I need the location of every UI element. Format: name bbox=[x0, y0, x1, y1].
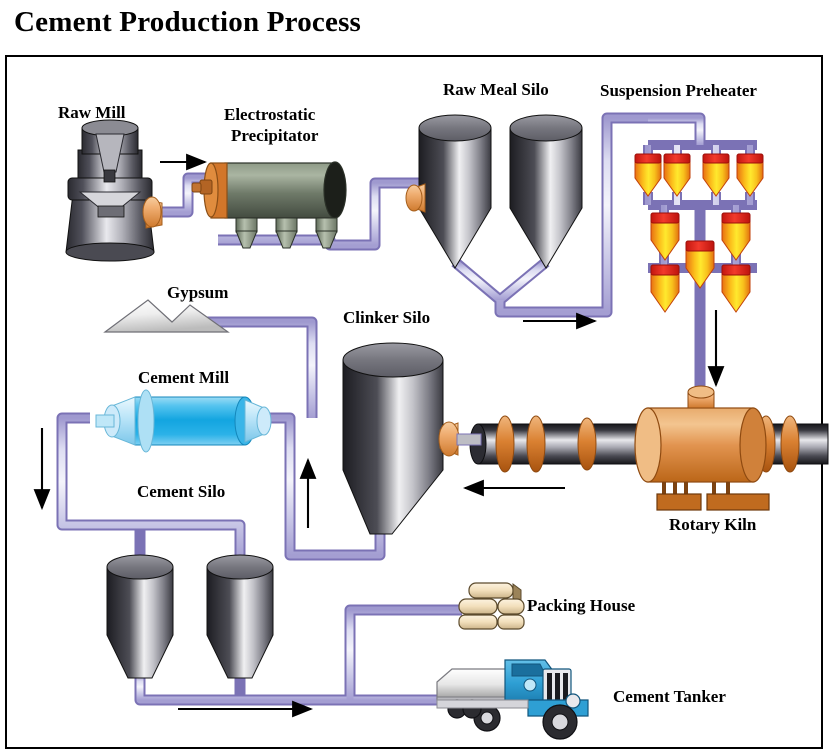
raw-meal-silo-left bbox=[405, 114, 492, 269]
equipment-raw-meal-silo[interactable] bbox=[405, 114, 583, 269]
equipment-packing-house[interactable] bbox=[458, 582, 525, 630]
equipment-cement-mill[interactable] bbox=[95, 389, 272, 453]
pipe-esp-to-rawmeal bbox=[218, 177, 420, 251]
pipe-clinker-to-cementmill bbox=[268, 412, 386, 561]
label-raw-mill: Raw Mill bbox=[58, 103, 126, 122]
cyclone-2 bbox=[663, 153, 691, 197]
label-clinker-silo: Clinker Silo bbox=[343, 308, 431, 327]
equipment-rotary-kiln[interactable] bbox=[469, 385, 829, 511]
label-raw-meal-silo: Raw Meal Silo bbox=[443, 80, 549, 99]
equipment-electrostatic-precipitator[interactable] bbox=[191, 161, 347, 249]
equipment-suspension-preheater[interactable] bbox=[634, 153, 764, 313]
cement-silo-right bbox=[206, 554, 274, 679]
kiln-supports bbox=[656, 482, 770, 511]
label-cement-mill: Cement Mill bbox=[138, 368, 230, 387]
cyclone-8 bbox=[650, 264, 680, 313]
label-packing-house: Packing House bbox=[527, 596, 636, 615]
cement-silo-left bbox=[106, 554, 174, 679]
label-electrostatic-precipitator-line2: Precipitator bbox=[231, 126, 319, 145]
cyclone-7 bbox=[685, 240, 715, 289]
pipe-rawmeal-to-preheater bbox=[451, 112, 648, 318]
pipe-cementsilo-to-dispatch bbox=[134, 604, 462, 706]
label-cement-tanker: Cement Tanker bbox=[613, 687, 726, 706]
raw-meal-silo-right bbox=[509, 114, 583, 269]
equipment-clinker-silo[interactable] bbox=[342, 342, 482, 535]
equipment-raw-mill[interactable] bbox=[65, 119, 163, 262]
flow-arrows bbox=[33, 153, 725, 718]
cyclone-4 bbox=[736, 153, 764, 197]
cyclone-5 bbox=[650, 212, 680, 261]
pipe-rawmill-to-esp bbox=[150, 172, 212, 218]
equipment-gypsum-pile[interactable] bbox=[103, 299, 230, 333]
label-rotary-kiln: Rotary Kiln bbox=[669, 515, 757, 534]
cyclone-6 bbox=[721, 212, 751, 261]
label-gypsum: Gypsum bbox=[167, 283, 229, 302]
cyclone-1 bbox=[634, 153, 662, 197]
label-suspension-preheater: Suspension Preheater bbox=[600, 81, 757, 100]
esp-hoppers bbox=[235, 217, 338, 249]
pipe-cementmill-to-cementsilo bbox=[56, 412, 246, 560]
pipe-gypsum-to-cementmill bbox=[180, 316, 318, 418]
page-title: Cement Production Process bbox=[14, 6, 362, 38]
label-cement-silo: Cement Silo bbox=[137, 482, 226, 501]
cyclone-3 bbox=[702, 153, 730, 197]
equipment-cement-silo[interactable] bbox=[106, 554, 274, 679]
label-electrostatic-precipitator-line1: Electrostatic bbox=[224, 105, 316, 124]
cyclone-9 bbox=[721, 264, 751, 313]
equipment-cement-tanker[interactable] bbox=[436, 659, 589, 740]
